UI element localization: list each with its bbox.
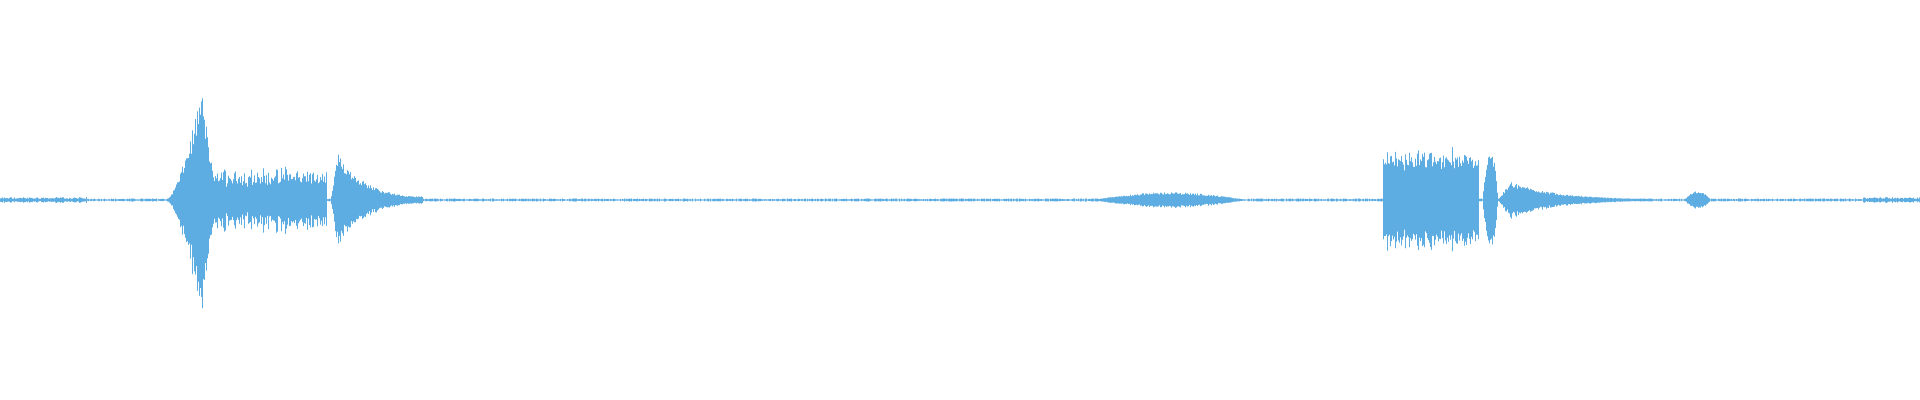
waveform-path <box>0 98 1920 309</box>
waveform-samples <box>0 98 1920 309</box>
